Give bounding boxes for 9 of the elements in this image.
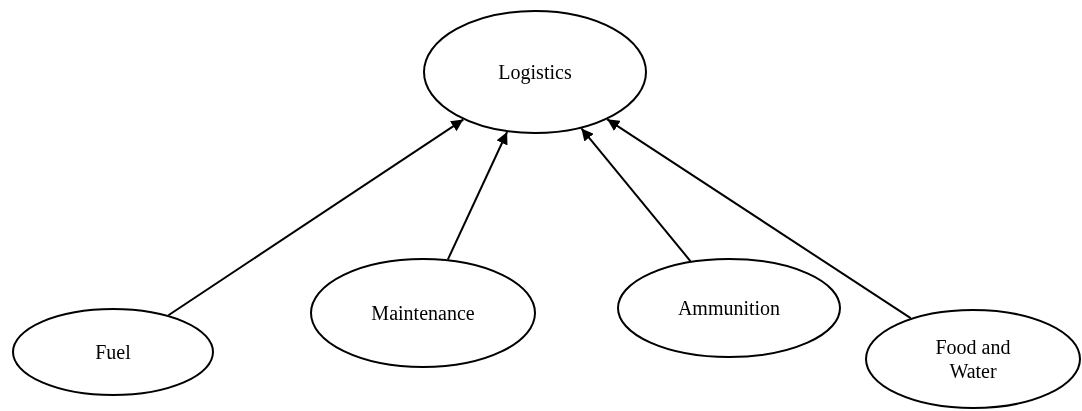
node-label: Maintenance bbox=[371, 301, 475, 325]
arrow bbox=[167, 118, 465, 317]
node-label: Fuel bbox=[95, 340, 131, 364]
node-label: Logistics bbox=[498, 60, 572, 84]
arrow bbox=[580, 127, 692, 263]
node-label: Food and Water bbox=[934, 335, 1012, 383]
node-label: Ammunition bbox=[677, 296, 781, 320]
arrow bbox=[606, 118, 912, 320]
arrow bbox=[446, 131, 509, 261]
